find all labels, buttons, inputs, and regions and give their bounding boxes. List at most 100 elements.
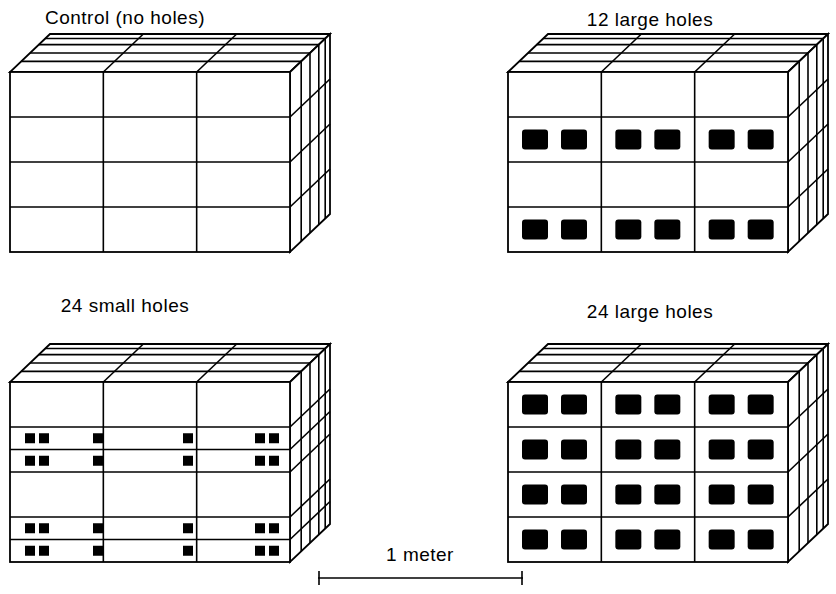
large-hole bbox=[654, 130, 680, 150]
large-hole bbox=[709, 220, 735, 240]
top-column-line bbox=[103, 34, 143, 72]
large-hole bbox=[654, 485, 680, 505]
top-face bbox=[508, 344, 828, 382]
row-line bbox=[508, 516, 788, 518]
small-hole bbox=[269, 456, 279, 466]
side-row-line bbox=[290, 412, 330, 450]
large-hole bbox=[561, 530, 587, 550]
side-face bbox=[290, 34, 330, 252]
large-hole bbox=[748, 395, 774, 415]
large-hole bbox=[615, 130, 641, 150]
large-hole bbox=[561, 440, 587, 460]
small-hole bbox=[183, 456, 193, 466]
small-hole bbox=[269, 523, 279, 533]
small-hole bbox=[25, 433, 35, 443]
side-face bbox=[788, 34, 828, 252]
row-line bbox=[10, 206, 290, 208]
top-row-line bbox=[537, 354, 817, 356]
large-hole bbox=[615, 440, 641, 460]
scale-bar bbox=[318, 571, 523, 585]
small-hole bbox=[25, 546, 35, 556]
small-hole bbox=[93, 456, 103, 466]
top-face bbox=[508, 34, 828, 72]
large-hole bbox=[561, 130, 587, 150]
large-hole bbox=[748, 530, 774, 550]
scale-tick bbox=[521, 571, 523, 585]
small-hole bbox=[183, 523, 193, 533]
side-row-line bbox=[290, 124, 330, 162]
side-row-line bbox=[788, 434, 828, 472]
top-row-line bbox=[543, 38, 823, 40]
top-row-line bbox=[30, 52, 310, 54]
large-hole bbox=[561, 220, 587, 240]
small-hole bbox=[25, 523, 35, 533]
large-hole bbox=[709, 485, 735, 505]
top-column-line bbox=[695, 34, 735, 72]
stack-title: 24 small holes bbox=[61, 296, 189, 317]
top-column-line bbox=[197, 34, 237, 72]
front-face bbox=[508, 72, 788, 252]
large-hole bbox=[654, 530, 680, 550]
side-row-line bbox=[290, 434, 330, 472]
large-hole bbox=[709, 440, 735, 460]
front-face bbox=[508, 382, 788, 562]
large-hole bbox=[748, 220, 774, 240]
row-line bbox=[508, 206, 788, 208]
row-line bbox=[10, 471, 290, 473]
large-hole bbox=[654, 220, 680, 240]
small-hole bbox=[269, 433, 279, 443]
top-column-line bbox=[695, 344, 735, 382]
row-line bbox=[508, 161, 788, 163]
top-column-line bbox=[197, 344, 237, 382]
side-row-line bbox=[788, 479, 828, 517]
top-row-line bbox=[528, 52, 808, 54]
large-hole bbox=[522, 220, 548, 240]
large-hole bbox=[561, 485, 587, 505]
row-line bbox=[10, 516, 290, 518]
large-hole bbox=[522, 440, 548, 460]
row-line bbox=[508, 426, 788, 428]
scale-line bbox=[318, 577, 523, 579]
row-line bbox=[10, 539, 290, 541]
side-row-line bbox=[788, 79, 828, 117]
small-hole bbox=[39, 433, 49, 443]
side-row-line bbox=[290, 79, 330, 117]
front-face bbox=[10, 72, 290, 252]
large-hole bbox=[615, 530, 641, 550]
stack-title: 24 large holes bbox=[587, 302, 713, 323]
stack-title: 12 large holes bbox=[587, 10, 713, 31]
small-hole bbox=[93, 433, 103, 443]
small-hole bbox=[39, 523, 49, 533]
top-row-line bbox=[519, 61, 799, 63]
top-row-line bbox=[21, 371, 301, 373]
scale-tick bbox=[318, 571, 320, 585]
row-line bbox=[508, 471, 788, 473]
small-hole bbox=[93, 546, 103, 556]
small-hole bbox=[255, 456, 265, 466]
large-hole bbox=[522, 485, 548, 505]
top-row-line bbox=[39, 354, 319, 356]
row-line bbox=[508, 116, 788, 118]
large-hole bbox=[654, 395, 680, 415]
large-hole bbox=[522, 530, 548, 550]
top-row-line bbox=[528, 362, 808, 364]
box-stack bbox=[10, 344, 330, 562]
top-row-line bbox=[30, 362, 310, 364]
large-hole bbox=[748, 130, 774, 150]
side-row-line bbox=[290, 169, 330, 207]
top-row-line bbox=[519, 371, 799, 373]
top-row-line bbox=[537, 44, 817, 46]
box-stack bbox=[508, 344, 828, 562]
large-hole bbox=[561, 395, 587, 415]
side-face bbox=[290, 344, 330, 562]
side-row-line bbox=[290, 479, 330, 517]
top-column-line bbox=[103, 344, 143, 382]
large-hole bbox=[522, 130, 548, 150]
large-hole bbox=[615, 395, 641, 415]
side-row-line bbox=[788, 124, 828, 162]
box-stack bbox=[10, 34, 330, 252]
large-hole bbox=[615, 220, 641, 240]
row-line bbox=[10, 449, 290, 451]
top-column-line bbox=[601, 344, 641, 382]
small-hole bbox=[255, 433, 265, 443]
